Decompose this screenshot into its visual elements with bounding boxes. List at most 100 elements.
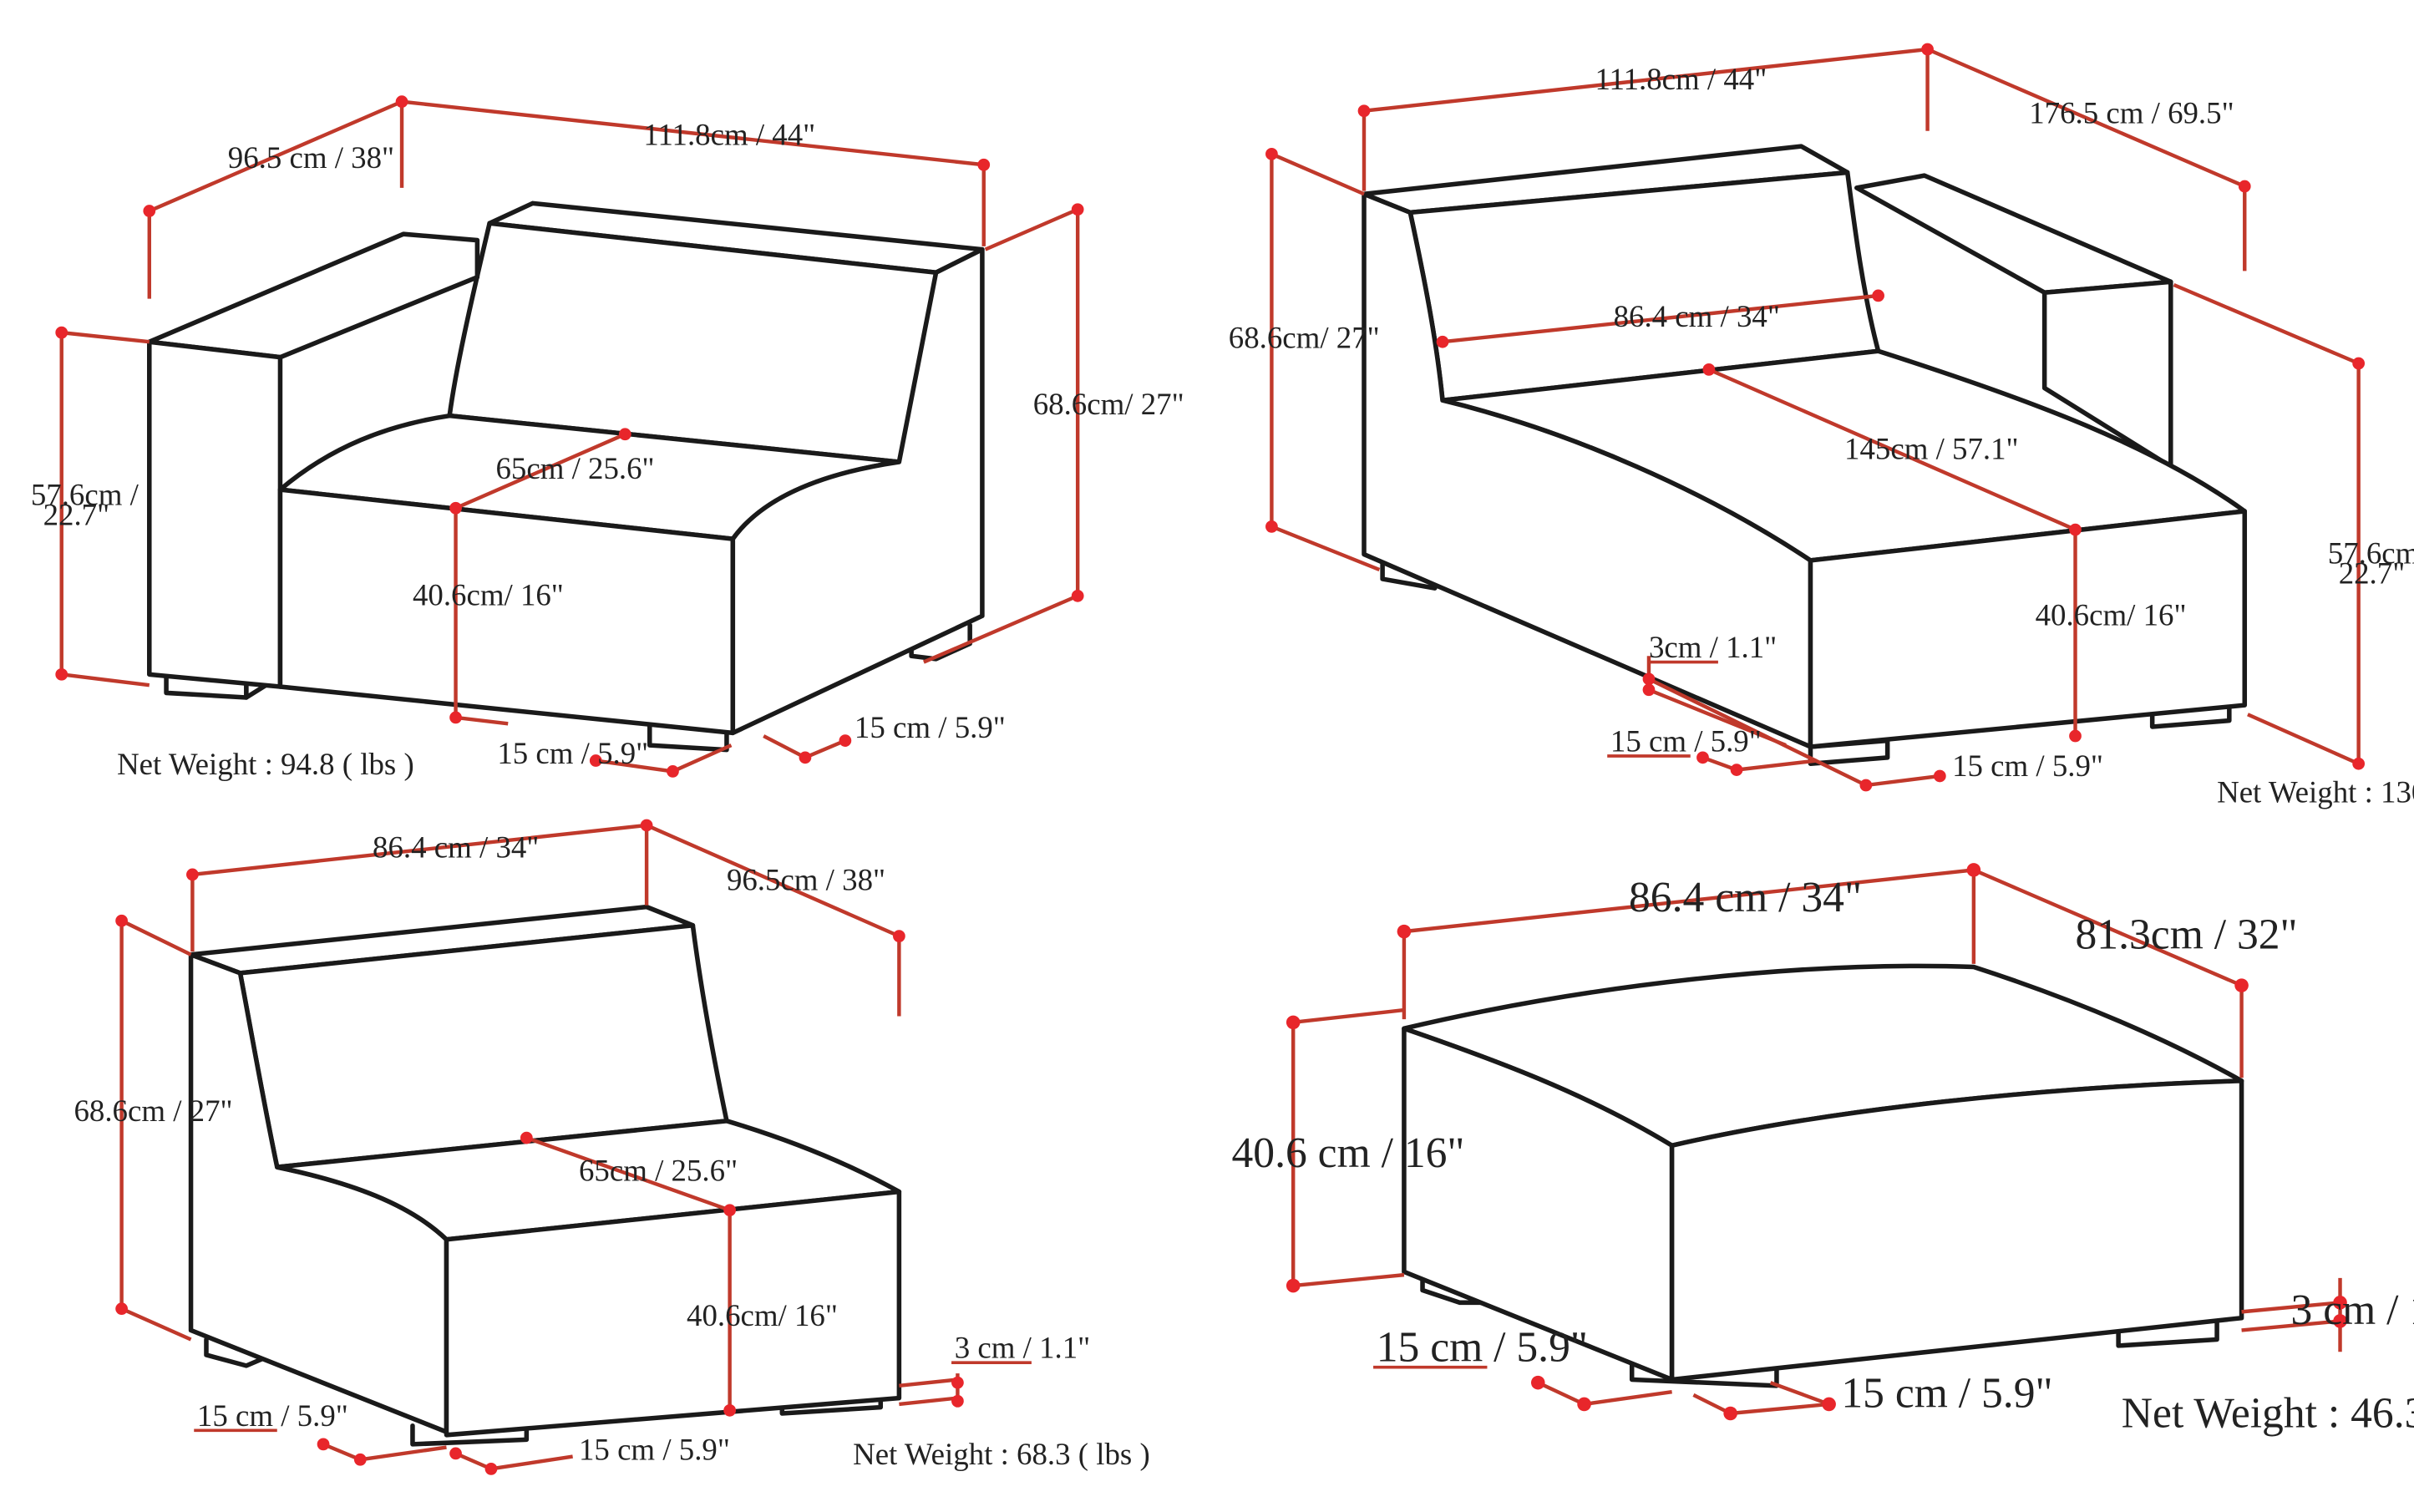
bl-marker: [115, 914, 128, 927]
br-height-label: 40.6 cm / 16": [1231, 1129, 1464, 1177]
tl-back-height-label: 68.6cm/ 27": [1033, 387, 1184, 421]
br-marker: [1723, 1406, 1737, 1421]
tl-marker: [1071, 589, 1084, 602]
tl-marker: [143, 205, 156, 217]
tr-width-label: 111.8cm / 44": [1595, 62, 1767, 96]
tl-marker: [667, 765, 679, 778]
tr-seat-depth-label: 145cm / 57.1": [1844, 431, 2019, 465]
br-leg-label-a: 15 cm / 5.9": [1377, 1323, 1588, 1371]
tr-marker: [2238, 180, 2251, 193]
tr-marker: [1859, 779, 1873, 792]
br-marker: [1286, 1278, 1301, 1293]
tl-marker: [589, 754, 602, 767]
bl-width-label: 86.4 cm / 34": [373, 830, 539, 865]
tl-marker: [55, 667, 68, 681]
tl-dimensions: [55, 95, 1084, 778]
tr-marker: [1642, 683, 1656, 697]
tr-marker: [2352, 357, 2366, 370]
br-marker: [1966, 863, 1981, 877]
tl-marker: [839, 734, 852, 747]
tl-net-weight: Net Weight : 94.8 ( lbs ): [117, 747, 414, 782]
br-width-label: 86.4 cm / 34": [1629, 874, 1862, 921]
tr-back-height-label: 68.6cm/ 27": [1229, 321, 1380, 355]
bl-depth-label: 96.5cm / 38": [727, 862, 885, 896]
tl-marker: [618, 428, 631, 441]
tl-seat-height-label: 40.6cm/ 16": [413, 577, 564, 611]
bl-net-weight: Net Weight : 68.3 ( lbs ): [853, 1437, 1150, 1472]
tl-marker: [449, 711, 462, 724]
tr-marker: [1436, 335, 1449, 348]
bl-leg-label-b: 15 cm / 5.9": [579, 1432, 730, 1466]
bl-marker: [640, 819, 653, 832]
tr-chaise-drawing: [1362, 144, 2248, 766]
tl-marker: [55, 326, 68, 339]
bl-seat-height-label: 40.6cm/ 16": [687, 1298, 838, 1332]
tl-arm-height-label-2: 22.7": [43, 498, 110, 532]
tr-seat-height-label: 40.6cm/ 16": [2036, 597, 2187, 632]
bl-marker: [723, 1204, 737, 1217]
br-depth-label: 81.3cm / 32": [2076, 911, 2298, 958]
tl-marker: [1071, 203, 1084, 216]
tl-depth-label: 96.5 cm / 38": [228, 140, 394, 175]
tr-arm-height-label: 57.6cm /: [2328, 536, 2414, 571]
tr-back-width-label: 86.4 cm / 34": [1614, 299, 1780, 333]
bl-back-height-label: 68.6cm / 27": [74, 1093, 232, 1128]
bl-marker: [723, 1403, 737, 1417]
tr-dimensions: [1265, 43, 2366, 792]
tr-depth-label: 176.5 cm / 69.5": [2029, 95, 2234, 129]
tr-marker: [2069, 523, 2082, 536]
bl-dimensions: [115, 819, 964, 1475]
bl-leg-height-label: 3 cm / 1.1": [955, 1331, 1090, 1365]
tr-marker: [2069, 729, 2082, 743]
tl-chair-drawing: [147, 200, 985, 753]
br-leg-label-b: 15 cm / 5.9": [1841, 1370, 2052, 1418]
tr-marker: [1921, 43, 1934, 56]
tl-marker: [449, 501, 462, 515]
tr-marker: [1265, 147, 1278, 160]
tr-marker: [1696, 751, 1709, 764]
tr-marker: [1357, 104, 1371, 118]
tr-arm-height-label-2: 22.7": [2339, 556, 2406, 591]
tr-marker: [1872, 289, 1884, 302]
tl-leg-label-b: 15 cm / 5.9": [855, 710, 1006, 744]
br-marker: [2333, 1314, 2347, 1328]
tl-seat-depth-label: 65cm / 25.6": [495, 451, 654, 485]
bl-marker: [893, 930, 905, 943]
bl-marker: [951, 1394, 964, 1408]
bl-marker: [449, 1447, 462, 1460]
tr-leg-label-b: 15 cm / 5.9": [1952, 748, 2103, 783]
bl-marker: [317, 1438, 330, 1451]
tr-marker: [1730, 764, 1743, 776]
bl-marker: [353, 1453, 367, 1466]
br-marker: [1286, 1015, 1301, 1030]
tl-marker: [799, 751, 812, 764]
tr-marker: [1265, 520, 1278, 533]
tr-marker: [2352, 757, 2366, 770]
tl-marker: [977, 158, 991, 171]
bl-marker: [484, 1462, 498, 1475]
bl-marker: [951, 1376, 964, 1389]
bl-seat-depth-label: 65cm / 25.6": [579, 1154, 738, 1188]
bl-marker: [186, 868, 199, 881]
br-marker: [2234, 978, 2249, 992]
br-marker: [1530, 1375, 1545, 1390]
tr-net-weight: Net Weight : 130.1 ( lbs ): [2217, 774, 2414, 809]
tr-marker: [1933, 769, 1946, 783]
tr-marker: [1702, 363, 1716, 376]
tl-marker: [395, 95, 408, 109]
bl-chair-drawing: [188, 904, 902, 1447]
bl-marker: [115, 1302, 128, 1316]
br-net-weight: Net Weight : 46.3 ( lbs ): [2122, 1390, 2414, 1438]
bl-leg-label-a: 15 cm / 5.9": [197, 1398, 348, 1433]
br-dimensions: [1286, 863, 2347, 1421]
bl-marker: [520, 1131, 533, 1144]
br-leg-height-label: 3 cm / 1.1": [2291, 1286, 2414, 1334]
br-marker: [1822, 1397, 1836, 1412]
br-ottoman-drawing: [1402, 963, 2244, 1388]
tr-marker: [1642, 672, 1656, 686]
tl-width-label: 111.8cm / 44": [643, 117, 815, 151]
br-marker: [1577, 1397, 1591, 1412]
tl-arm-height-label: 57.6cm /: [31, 478, 139, 512]
